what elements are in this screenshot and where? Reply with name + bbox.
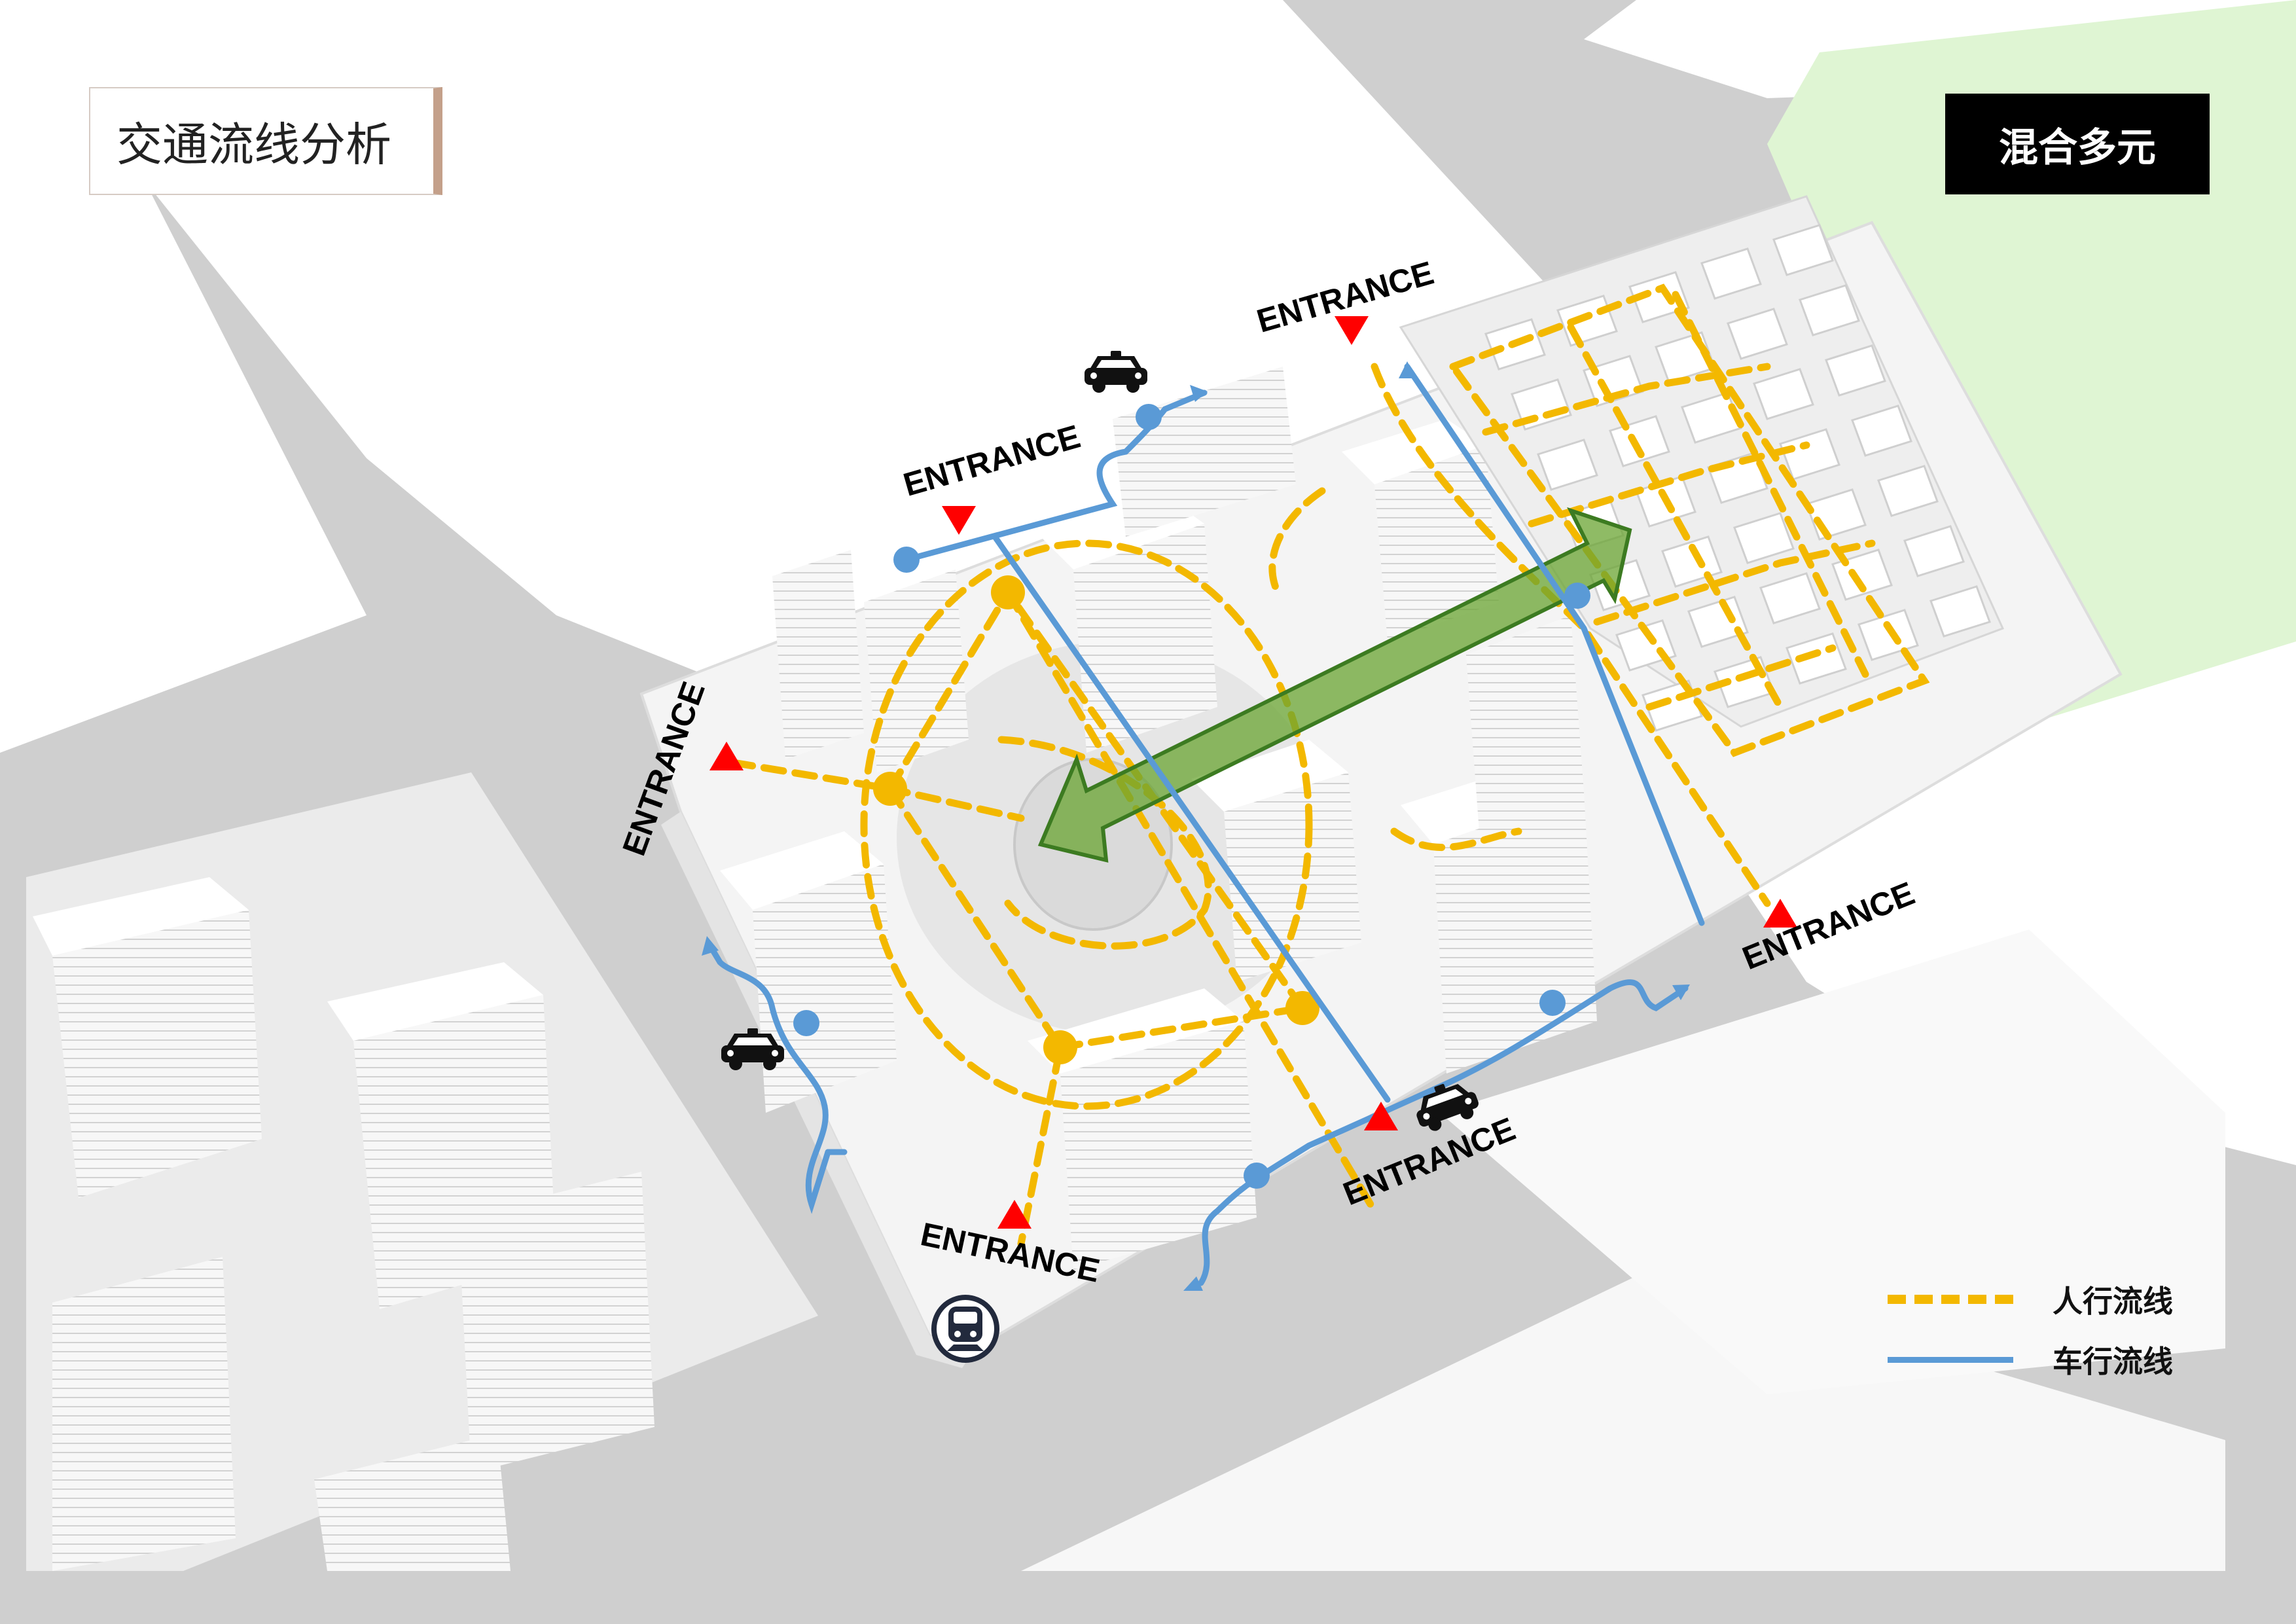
residential-unit (1759, 572, 1821, 624)
building-masses (720, 340, 1597, 1270)
metro-icon (931, 1295, 999, 1363)
residential-unit (1615, 619, 1677, 672)
vehicle-arrowheads (702, 361, 1690, 1291)
residential-unit (1851, 405, 1912, 457)
legend-vehicle-label: 车行流线 (2053, 1344, 2173, 1379)
residential-unit (1779, 428, 1840, 480)
city-block-south (1021, 1270, 2225, 1571)
entrance-marker-icon (1335, 316, 1369, 345)
legend-vehicle: 车行流线 (1888, 1337, 2215, 1382)
entrance-marker-icon (1763, 899, 1797, 928)
residential-unit (1700, 247, 1762, 300)
residential-unit (1903, 525, 1965, 577)
residential-unit (1857, 609, 1919, 661)
residential-unit (1753, 368, 1814, 420)
residential-unit (1929, 585, 1991, 638)
city-block-se (1440, 929, 2225, 1394)
legend-pedestrian: 人行流线 (1888, 1276, 2215, 1322)
neighbor-buildings (33, 877, 655, 1571)
residential-unit (1628, 271, 1690, 323)
entrance-marker-icon (709, 742, 744, 770)
residential-unit (1733, 512, 1795, 564)
entrance-marker-icon (1364, 1102, 1398, 1130)
page-title: 交通流线分析 (89, 87, 442, 195)
residential-unit (1727, 308, 1788, 360)
vehicle-nodes (793, 404, 1590, 1189)
vehicle-line-swatch (1888, 1356, 2013, 1363)
pedestrian-line-swatch (1888, 1295, 2013, 1304)
pedestrian-nodes (873, 575, 1319, 1064)
green-axis-arrow (1037, 507, 1632, 863)
residential-units (1484, 224, 1991, 732)
legend: 人行流线 车行流线 (1888, 1276, 2215, 1407)
residential-unit (1772, 224, 1834, 276)
residential-unit (1799, 284, 1860, 336)
residential-unit (1877, 465, 1939, 517)
legend-pedestrian-label: 人行流线 (2053, 1284, 2173, 1318)
entrance-marker-icon (942, 506, 976, 535)
residential-unit (1537, 439, 1598, 491)
concept-tag: 混合多元 (1945, 94, 2210, 194)
podium-edge (661, 812, 975, 1368)
city-block-east (1702, 641, 2296, 1165)
residential-unit (1825, 344, 1886, 397)
entrance-marker-icon (997, 1200, 1031, 1229)
